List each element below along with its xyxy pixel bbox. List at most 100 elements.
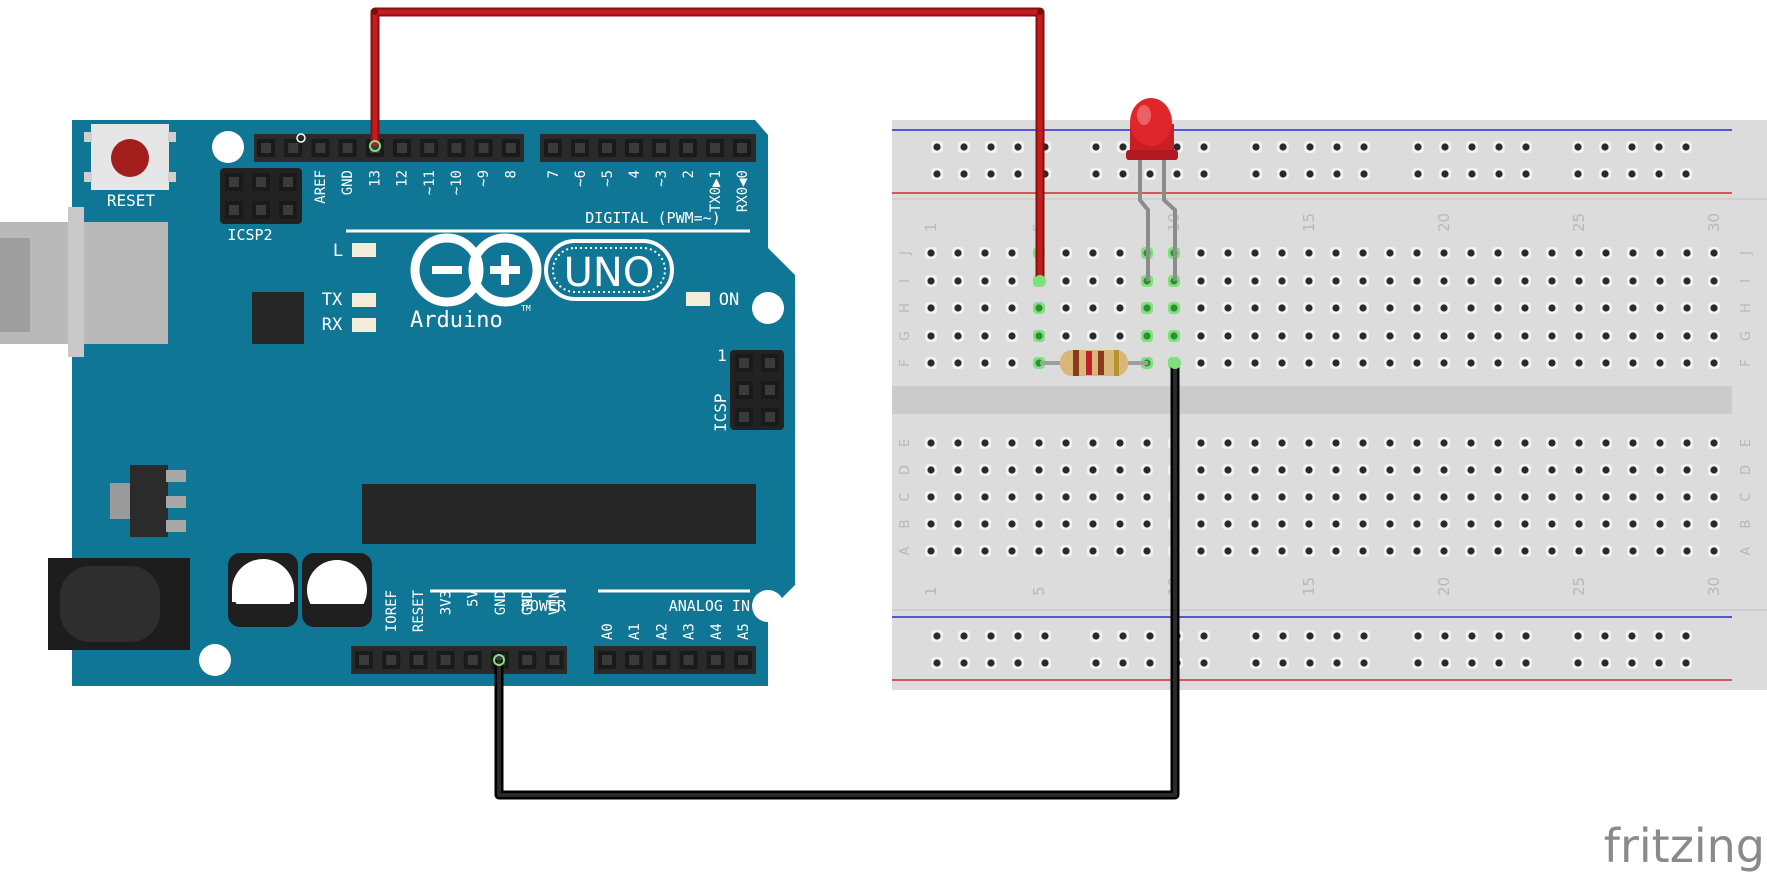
breadboard-hole-dot bbox=[1602, 249, 1610, 257]
breadboard-hole-dot bbox=[1683, 547, 1691, 555]
breadboard-hole-dot bbox=[1035, 304, 1043, 312]
breadboard-hole-dot bbox=[1035, 332, 1043, 340]
breadboard-hole-dot bbox=[1413, 493, 1421, 501]
ground-wire[interactable] bbox=[494, 363, 1180, 800]
breadboard-hole-dot bbox=[1413, 547, 1421, 555]
reset-button[interactable] bbox=[84, 124, 176, 190]
header-pin-hole bbox=[413, 655, 424, 665]
breadboard-hole-dot bbox=[927, 520, 935, 528]
header-pin-hole bbox=[369, 143, 380, 153]
header-pin-hole bbox=[315, 143, 326, 153]
pin-label: ~10 bbox=[449, 170, 465, 195]
breadboard-hole-dot bbox=[1305, 277, 1313, 285]
breadboard-hole-dot bbox=[1386, 249, 1394, 257]
capacitor-right bbox=[302, 553, 372, 627]
power-header bbox=[351, 646, 567, 674]
breadboard-hole-dot bbox=[1413, 520, 1421, 528]
breadboard-hole-dot bbox=[1008, 439, 1016, 447]
breadboard-hole-dot bbox=[1602, 547, 1610, 555]
breadboard-hole-dot bbox=[954, 520, 962, 528]
breadboard-hole-dot bbox=[1548, 547, 1556, 555]
breadboard-hole-dot bbox=[1601, 659, 1609, 667]
breadboard-hole-dot bbox=[1305, 466, 1313, 474]
row-letter: D bbox=[1739, 465, 1754, 475]
mounting-hole bbox=[752, 292, 784, 324]
breadboard-hole-dot bbox=[981, 439, 989, 447]
header-pin-hole bbox=[283, 177, 293, 187]
mounting-hole bbox=[212, 131, 244, 163]
header-pin-hole bbox=[739, 412, 749, 422]
breadboard-hole-dot bbox=[1008, 332, 1016, 340]
breadboard-hole-dot bbox=[1467, 439, 1475, 447]
column-number: 1 bbox=[922, 222, 940, 232]
breadboard-hole-dot bbox=[1495, 659, 1503, 667]
digital-header-1 bbox=[254, 134, 524, 162]
breadboard-hole-dot bbox=[1629, 277, 1637, 285]
pin-label: 8 bbox=[503, 170, 519, 178]
breadboard-hole-dot bbox=[1062, 304, 1070, 312]
breadboard-hole-dot bbox=[1441, 170, 1449, 178]
pin-label: A1 bbox=[627, 623, 643, 640]
breadboard-hole-dot bbox=[1468, 170, 1476, 178]
breadboard-hole-dot bbox=[1252, 659, 1260, 667]
row-letter: E bbox=[898, 439, 913, 447]
header-pin-hole bbox=[575, 143, 585, 153]
breadboard-hole-dot bbox=[1305, 493, 1313, 501]
arduino-logo-text: Arduino bbox=[410, 308, 503, 333]
breadboard-hole-dot bbox=[1521, 493, 1529, 501]
breadboard-hole-dot bbox=[1146, 659, 1154, 667]
breadboard-hole-dot bbox=[1278, 466, 1286, 474]
breadboard-hole-dot bbox=[927, 277, 935, 285]
breadboard-hole-dot bbox=[1495, 170, 1503, 178]
breadboard-hole-dot bbox=[1305, 249, 1313, 257]
column-number: 20 bbox=[1435, 577, 1453, 596]
header-pin-hole bbox=[522, 655, 533, 665]
breadboard-hole-dot bbox=[1305, 304, 1313, 312]
row-letter: J bbox=[898, 251, 913, 256]
breadboard-hole-dot bbox=[1548, 493, 1556, 501]
column-number: 1 bbox=[922, 586, 940, 596]
breadboard-hole-dot bbox=[960, 659, 968, 667]
breadboard-hole-dot bbox=[1413, 359, 1421, 367]
breadboard-hole-dot bbox=[1224, 359, 1232, 367]
board-pcb bbox=[72, 120, 795, 686]
voltage-regulator bbox=[110, 465, 186, 537]
breadboard-hole-dot bbox=[1602, 493, 1610, 501]
header-pin-hole bbox=[737, 143, 747, 153]
breadboard-hole-dot bbox=[1251, 493, 1259, 501]
breadboard-hole-dot bbox=[954, 466, 962, 474]
breadboard-hole-dot bbox=[1143, 520, 1151, 528]
breadboard-hole-dot bbox=[1468, 632, 1476, 640]
uno-badge: UNO bbox=[544, 239, 674, 301]
breadboard-hole-dot bbox=[1306, 659, 1314, 667]
pin-label: 3V3 bbox=[438, 590, 454, 615]
column-number: 25 bbox=[1570, 213, 1588, 232]
breadboard-hole-dot bbox=[1682, 170, 1690, 178]
breadboard-hole-dot bbox=[960, 632, 968, 640]
breadboard-hole-dot bbox=[1279, 170, 1287, 178]
breadboard-hole-dot bbox=[1008, 520, 1016, 528]
breadboard-hole-dot bbox=[1628, 170, 1636, 178]
breadboard-hole-dot bbox=[1062, 493, 1070, 501]
breadboard-hole-dot bbox=[1628, 143, 1636, 151]
breadboard-hole-dot bbox=[1548, 332, 1556, 340]
breadboard-hole-dot bbox=[1521, 466, 1529, 474]
breadboard-hole-dot bbox=[1575, 332, 1583, 340]
breadboard-hole-dot bbox=[1574, 170, 1582, 178]
pin-label: ~5 bbox=[600, 170, 616, 187]
breadboard-hole-dot bbox=[1629, 520, 1637, 528]
breadboard-hole-dot bbox=[1251, 439, 1259, 447]
signal-wire[interactable] bbox=[370, 7, 1045, 281]
breadboard-hole-dot bbox=[1143, 439, 1151, 447]
breadboard-hole-dot bbox=[1008, 249, 1016, 257]
breadboard-hole-dot bbox=[1386, 439, 1394, 447]
header-pin-hole bbox=[739, 385, 749, 395]
column-number: 20 bbox=[1435, 213, 1453, 232]
led-tx bbox=[352, 293, 376, 307]
breadboard-hole-dot bbox=[1143, 332, 1151, 340]
pin-label: 5V bbox=[466, 589, 482, 606]
breadboard-hole-dot bbox=[1062, 277, 1070, 285]
mounting-hole bbox=[199, 644, 231, 676]
breadboard-hole-dot bbox=[1360, 659, 1368, 667]
